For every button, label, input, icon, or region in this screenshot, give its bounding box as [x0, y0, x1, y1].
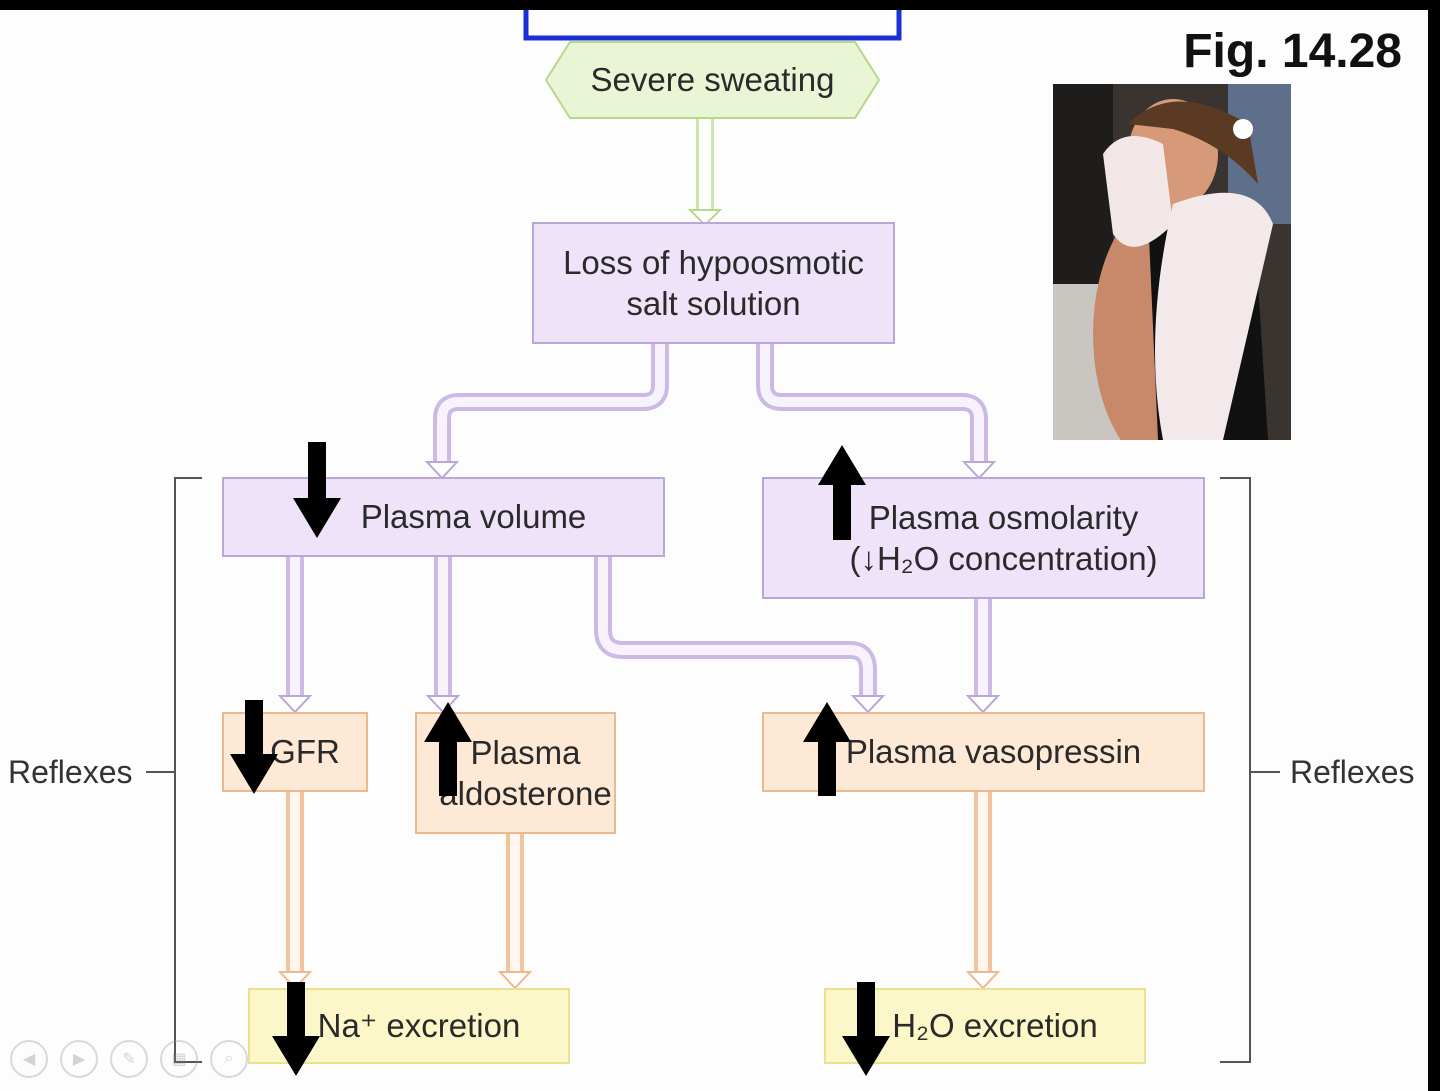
gfr-label: GFR: [270, 733, 340, 771]
loss-node: Loss of hypoosmotic salt solution: [532, 222, 895, 344]
flow-arrows: [146, 10, 1280, 1063]
previous-slide-icon[interactable]: ◀: [10, 1040, 48, 1078]
woman-wiping-sweat-photo: [1053, 84, 1291, 440]
plasma-volume-down-arrow-icon: [293, 442, 341, 538]
loss-label-line2: salt solution: [626, 285, 801, 322]
top-blue-outline: [523, 10, 902, 41]
vasopressin-label: Plasma vasopressin: [845, 733, 1142, 771]
plasma-osmolarity-label-line2: (↓H₂O concentration): [849, 540, 1158, 577]
aldosterone-label-line1: Plasma: [470, 733, 581, 771]
pen-icon[interactable]: ✎: [110, 1040, 148, 1078]
plasma-osmolarity-label-line1: Plasma osmolarity: [868, 498, 1139, 536]
indicator-arrows: [230, 442, 890, 1076]
trigger-hexagon: [544, 41, 881, 119]
aldosterone-label-line2: aldosterone: [439, 775, 612, 812]
reflexes-label-right: Reflexes: [1290, 754, 1415, 790]
vasopressin-up-arrow-icon: [803, 702, 851, 796]
gfr-down-arrow-icon: [230, 700, 278, 794]
figure-label: Fig. 14.28: [1183, 25, 1402, 78]
na-excretion-down-arrow-icon: [272, 982, 320, 1076]
reflexes-label-left: Reflexes: [8, 754, 133, 790]
trigger-node: Severe sweating: [560, 42, 865, 118]
next-slide-icon[interactable]: ▶: [60, 1040, 98, 1078]
aldosterone-up-arrow-icon: [424, 702, 472, 796]
plasma-volume-node: Plasma volume: [222, 477, 665, 557]
slide: Severe sweating Loss of hypoosmotic salt…: [0, 10, 1428, 1091]
zoom-icon[interactable]: ⌕: [210, 1040, 248, 1078]
na-excretion-label: Na⁺ excretion: [317, 1007, 521, 1045]
plasma-osmolarity-up-arrow-icon: [818, 445, 866, 540]
plasma-volume-label: Plasma volume: [360, 498, 587, 536]
h2o-excretion-label: H₂O excretion: [892, 1007, 1098, 1045]
grid-icon[interactable]: ▦: [160, 1040, 198, 1078]
slide-nav: ◀ ▶ ✎ ▦ ⌕: [10, 1040, 248, 1078]
trigger-label: Severe sweating: [590, 61, 835, 99]
h2o-excretion-down-arrow-icon: [842, 982, 890, 1076]
loss-label-line1: Loss of hypoosmotic: [563, 243, 864, 281]
right-reflex-bracket: [1220, 477, 1280, 1063]
